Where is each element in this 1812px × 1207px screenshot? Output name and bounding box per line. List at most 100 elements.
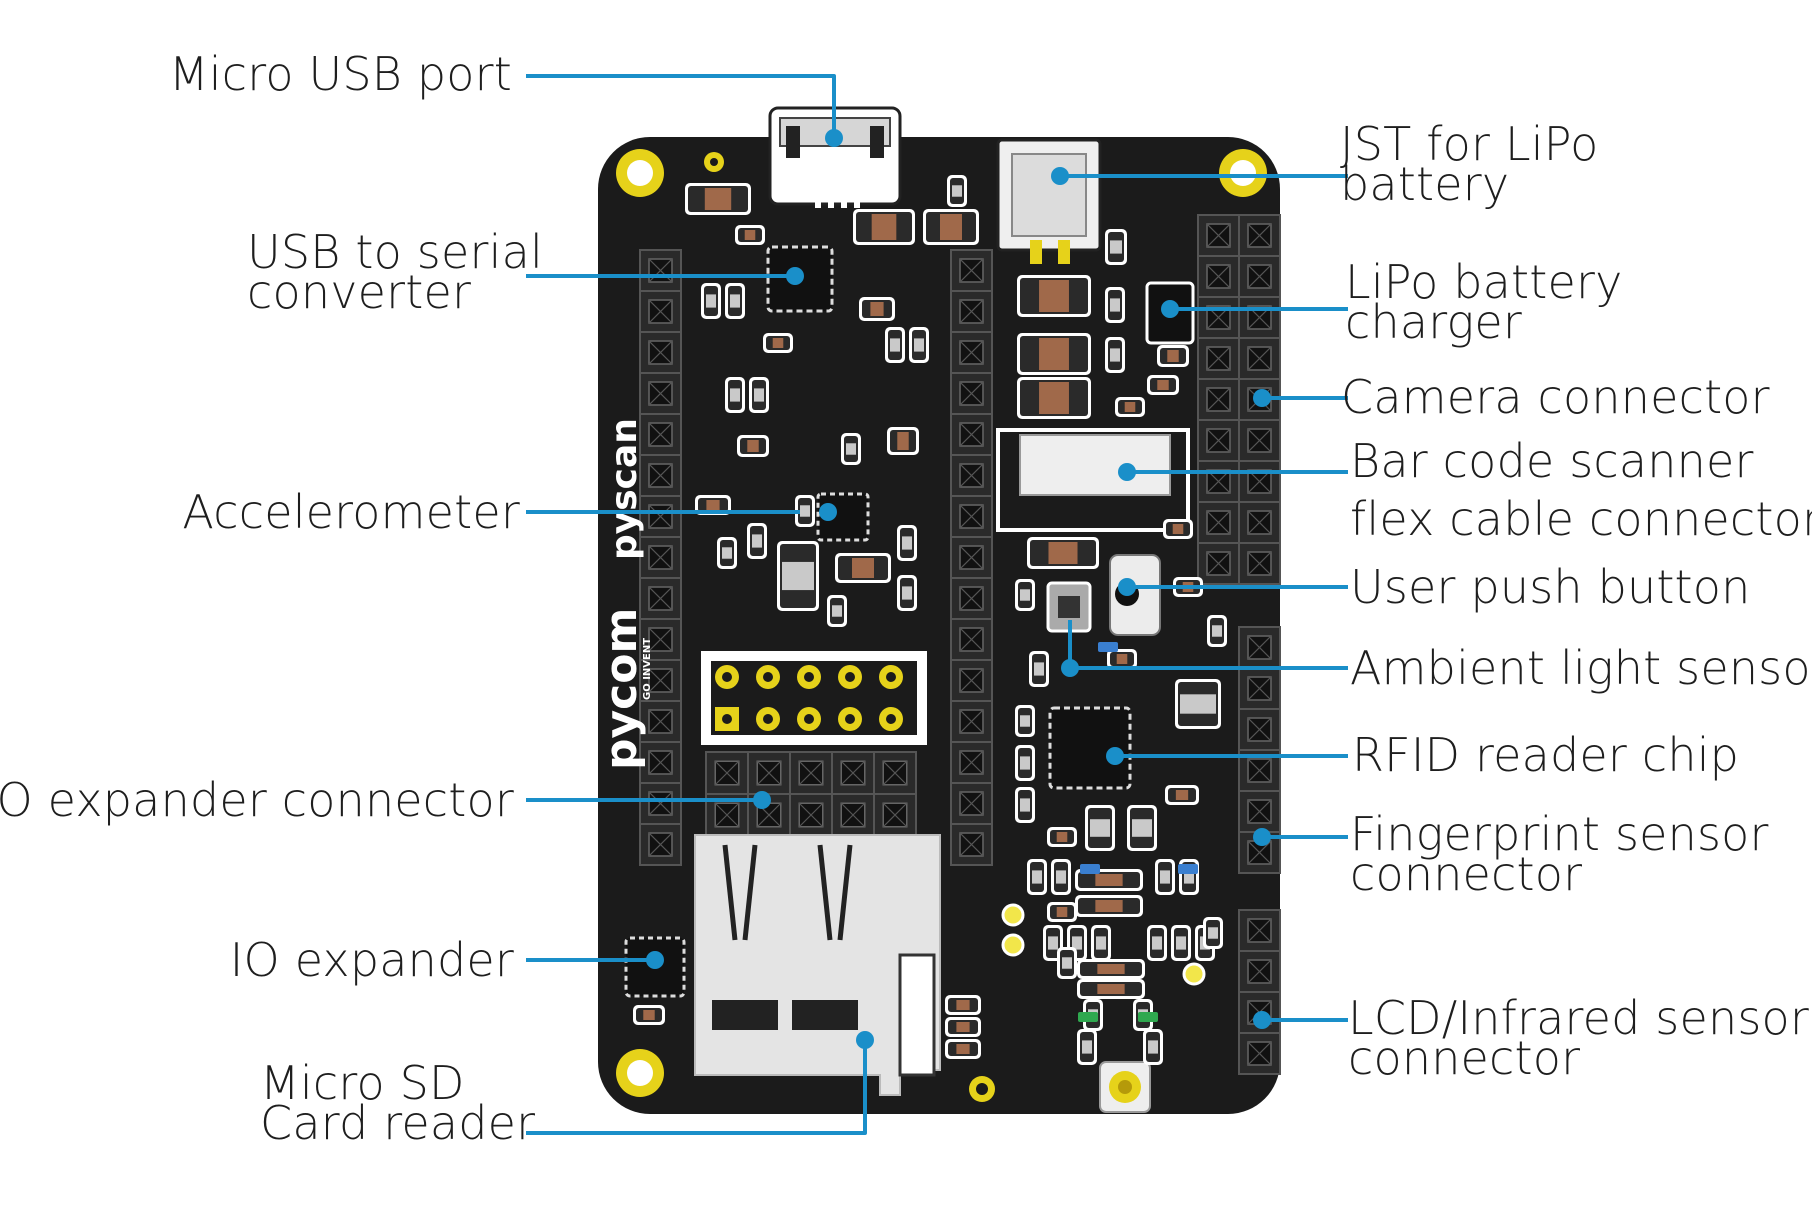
smd-component	[897, 525, 917, 561]
label-rfid: RFID reader chip	[1352, 728, 1740, 782]
smd-component	[887, 427, 919, 455]
header-pin	[950, 782, 993, 825]
header-pin	[705, 751, 749, 795]
smd-component	[945, 1039, 981, 1059]
smd-component	[1171, 925, 1191, 961]
header-pin	[950, 372, 993, 415]
label-camera-connector: Camera connector	[1341, 370, 1770, 424]
smd-component	[835, 553, 891, 583]
header-pin	[1238, 950, 1281, 993]
mounting-holes	[616, 149, 1267, 1102]
brand-marks: pyscan pycom GO INVENT	[596, 418, 653, 770]
smd-component	[717, 537, 737, 569]
header-pin	[950, 741, 993, 784]
gold-pad	[879, 665, 903, 689]
header-pin	[1197, 542, 1240, 585]
rfid-reader-chip	[1048, 706, 1132, 790]
header-pin	[639, 823, 682, 866]
header-pin	[1197, 214, 1240, 257]
header-pin	[1238, 419, 1281, 462]
indicator-led	[1138, 1012, 1158, 1022]
smd-component	[725, 377, 745, 413]
header-pin	[950, 249, 993, 292]
smd-component	[1075, 895, 1143, 917]
smd-component	[763, 333, 793, 353]
smd-component	[1207, 615, 1227, 647]
smd-component	[1015, 745, 1035, 781]
gold-pad	[715, 707, 739, 731]
leader-lines	[526, 74, 1348, 1135]
header-pin	[639, 782, 682, 825]
header-pin	[639, 331, 682, 374]
header-pin	[831, 793, 875, 837]
label-push-button: User push button	[1350, 560, 1751, 614]
smd-component	[1017, 377, 1091, 419]
smd-component	[1085, 805, 1115, 851]
smd-component	[827, 595, 847, 627]
header-pin	[1238, 501, 1281, 544]
smd-component	[1163, 519, 1193, 539]
header-pin	[1238, 626, 1281, 669]
smd-component	[853, 209, 915, 245]
indicator-led	[1078, 1012, 1098, 1022]
header-pin	[1197, 419, 1240, 462]
header-pin	[1238, 255, 1281, 298]
header-pin	[639, 495, 682, 538]
smd-component	[1047, 827, 1077, 847]
header-pin	[950, 536, 993, 579]
header-pin	[831, 751, 875, 795]
indicator-led	[1080, 864, 1100, 874]
smd-component	[1077, 1029, 1097, 1065]
header-pin	[1238, 1032, 1281, 1075]
header-pin	[747, 751, 791, 795]
gold-pad	[879, 707, 903, 731]
header-pin	[1238, 214, 1281, 257]
header-pin	[950, 331, 993, 374]
header-pin	[950, 495, 993, 538]
header-pin	[1197, 460, 1240, 503]
leader-dots	[646, 129, 1271, 1049]
gold-pad	[756, 665, 780, 689]
gold-pad	[797, 707, 821, 731]
header-pin	[1238, 667, 1281, 710]
header-pin	[1238, 337, 1281, 380]
pyscan-logo: pyscan	[604, 418, 645, 560]
header-pin	[1238, 296, 1281, 339]
header-pin	[950, 618, 993, 661]
header-pin	[789, 751, 833, 795]
smd-component	[1105, 337, 1125, 373]
header-pin	[1238, 790, 1281, 833]
smd-component	[1147, 925, 1167, 961]
smd-component	[1015, 705, 1035, 737]
smd-component	[1057, 947, 1077, 979]
smd-component	[777, 541, 819, 611]
smd-component	[947, 175, 967, 207]
right-pin-header-bottom	[1238, 909, 1281, 1075]
test-pad	[1001, 933, 1025, 957]
smd-component	[1067, 925, 1087, 961]
smd-component	[1203, 917, 1223, 949]
smd-component	[1105, 229, 1127, 265]
header-pin	[639, 454, 682, 497]
smd-component	[1047, 902, 1077, 922]
header-pin	[1238, 708, 1281, 751]
header-pin	[950, 413, 993, 456]
gold-pad	[715, 665, 739, 689]
header-pin	[789, 793, 833, 837]
user-push-button	[1109, 554, 1161, 636]
right-pin-header-mid	[1238, 626, 1281, 874]
smd-component	[1077, 979, 1145, 999]
header-pin	[639, 741, 682, 784]
label-accelerometer: Accelerometer	[182, 485, 520, 539]
header-pin	[1238, 909, 1281, 952]
smd-component	[735, 225, 765, 245]
gold-pad	[756, 707, 780, 731]
smd-component	[1115, 397, 1145, 417]
header-pin	[873, 751, 917, 795]
smd-component	[795, 495, 815, 527]
header-pin	[639, 290, 682, 333]
